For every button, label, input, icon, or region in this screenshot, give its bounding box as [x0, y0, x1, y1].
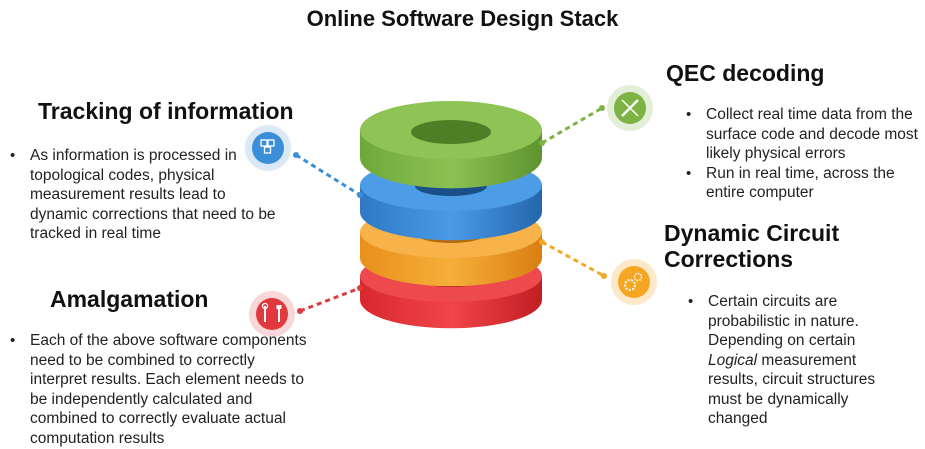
tracking-heading: Tracking of information	[38, 98, 294, 124]
pencil-ruler-icon	[607, 85, 653, 131]
amalgamation-heading: Amalgamation	[50, 286, 209, 312]
dynamic-bullet-text-pre: Certain circuits are probabilistic in na…	[708, 293, 859, 349]
connector-amalgamation	[299, 286, 361, 313]
connector-dynamic	[541, 240, 605, 278]
gears-icon	[611, 259, 657, 305]
dynamic-bullet-1: Certain circuits are probabilistic in na…	[686, 292, 906, 429]
dynamic-bullet-text-post: measurement results, circuit structures …	[708, 351, 876, 428]
tracking-bullet-1: As information is processed in topologic…	[8, 146, 278, 244]
qec-bullet-2: Run in real time, across the entire comp…	[684, 164, 924, 203]
stack-ring-green	[360, 101, 542, 189]
connector-tracking	[295, 153, 361, 197]
qec-bullet-1: Collect real time data from the surface …	[684, 105, 924, 164]
qec-heading: QEC decoding	[666, 60, 825, 86]
tracking-bullets: As information is processed in topologic…	[8, 146, 278, 244]
amalgamation-bullets: Each of the above software components ne…	[8, 331, 313, 448]
connector-qec	[541, 106, 603, 145]
tools-icon	[249, 291, 295, 337]
qec-bullets: Collect real time data from the surface …	[684, 105, 924, 203]
dynamic-bullet-text-em: Logical	[708, 351, 758, 369]
dynamic-bullets: Certain circuits are probabilistic in na…	[686, 292, 906, 429]
dynamic-heading: Dynamic Circuit Corrections	[664, 220, 840, 273]
amalgamation-bullet-1: Each of the above software components ne…	[8, 331, 313, 448]
page-title: Online Software Design Stack	[306, 6, 619, 31]
